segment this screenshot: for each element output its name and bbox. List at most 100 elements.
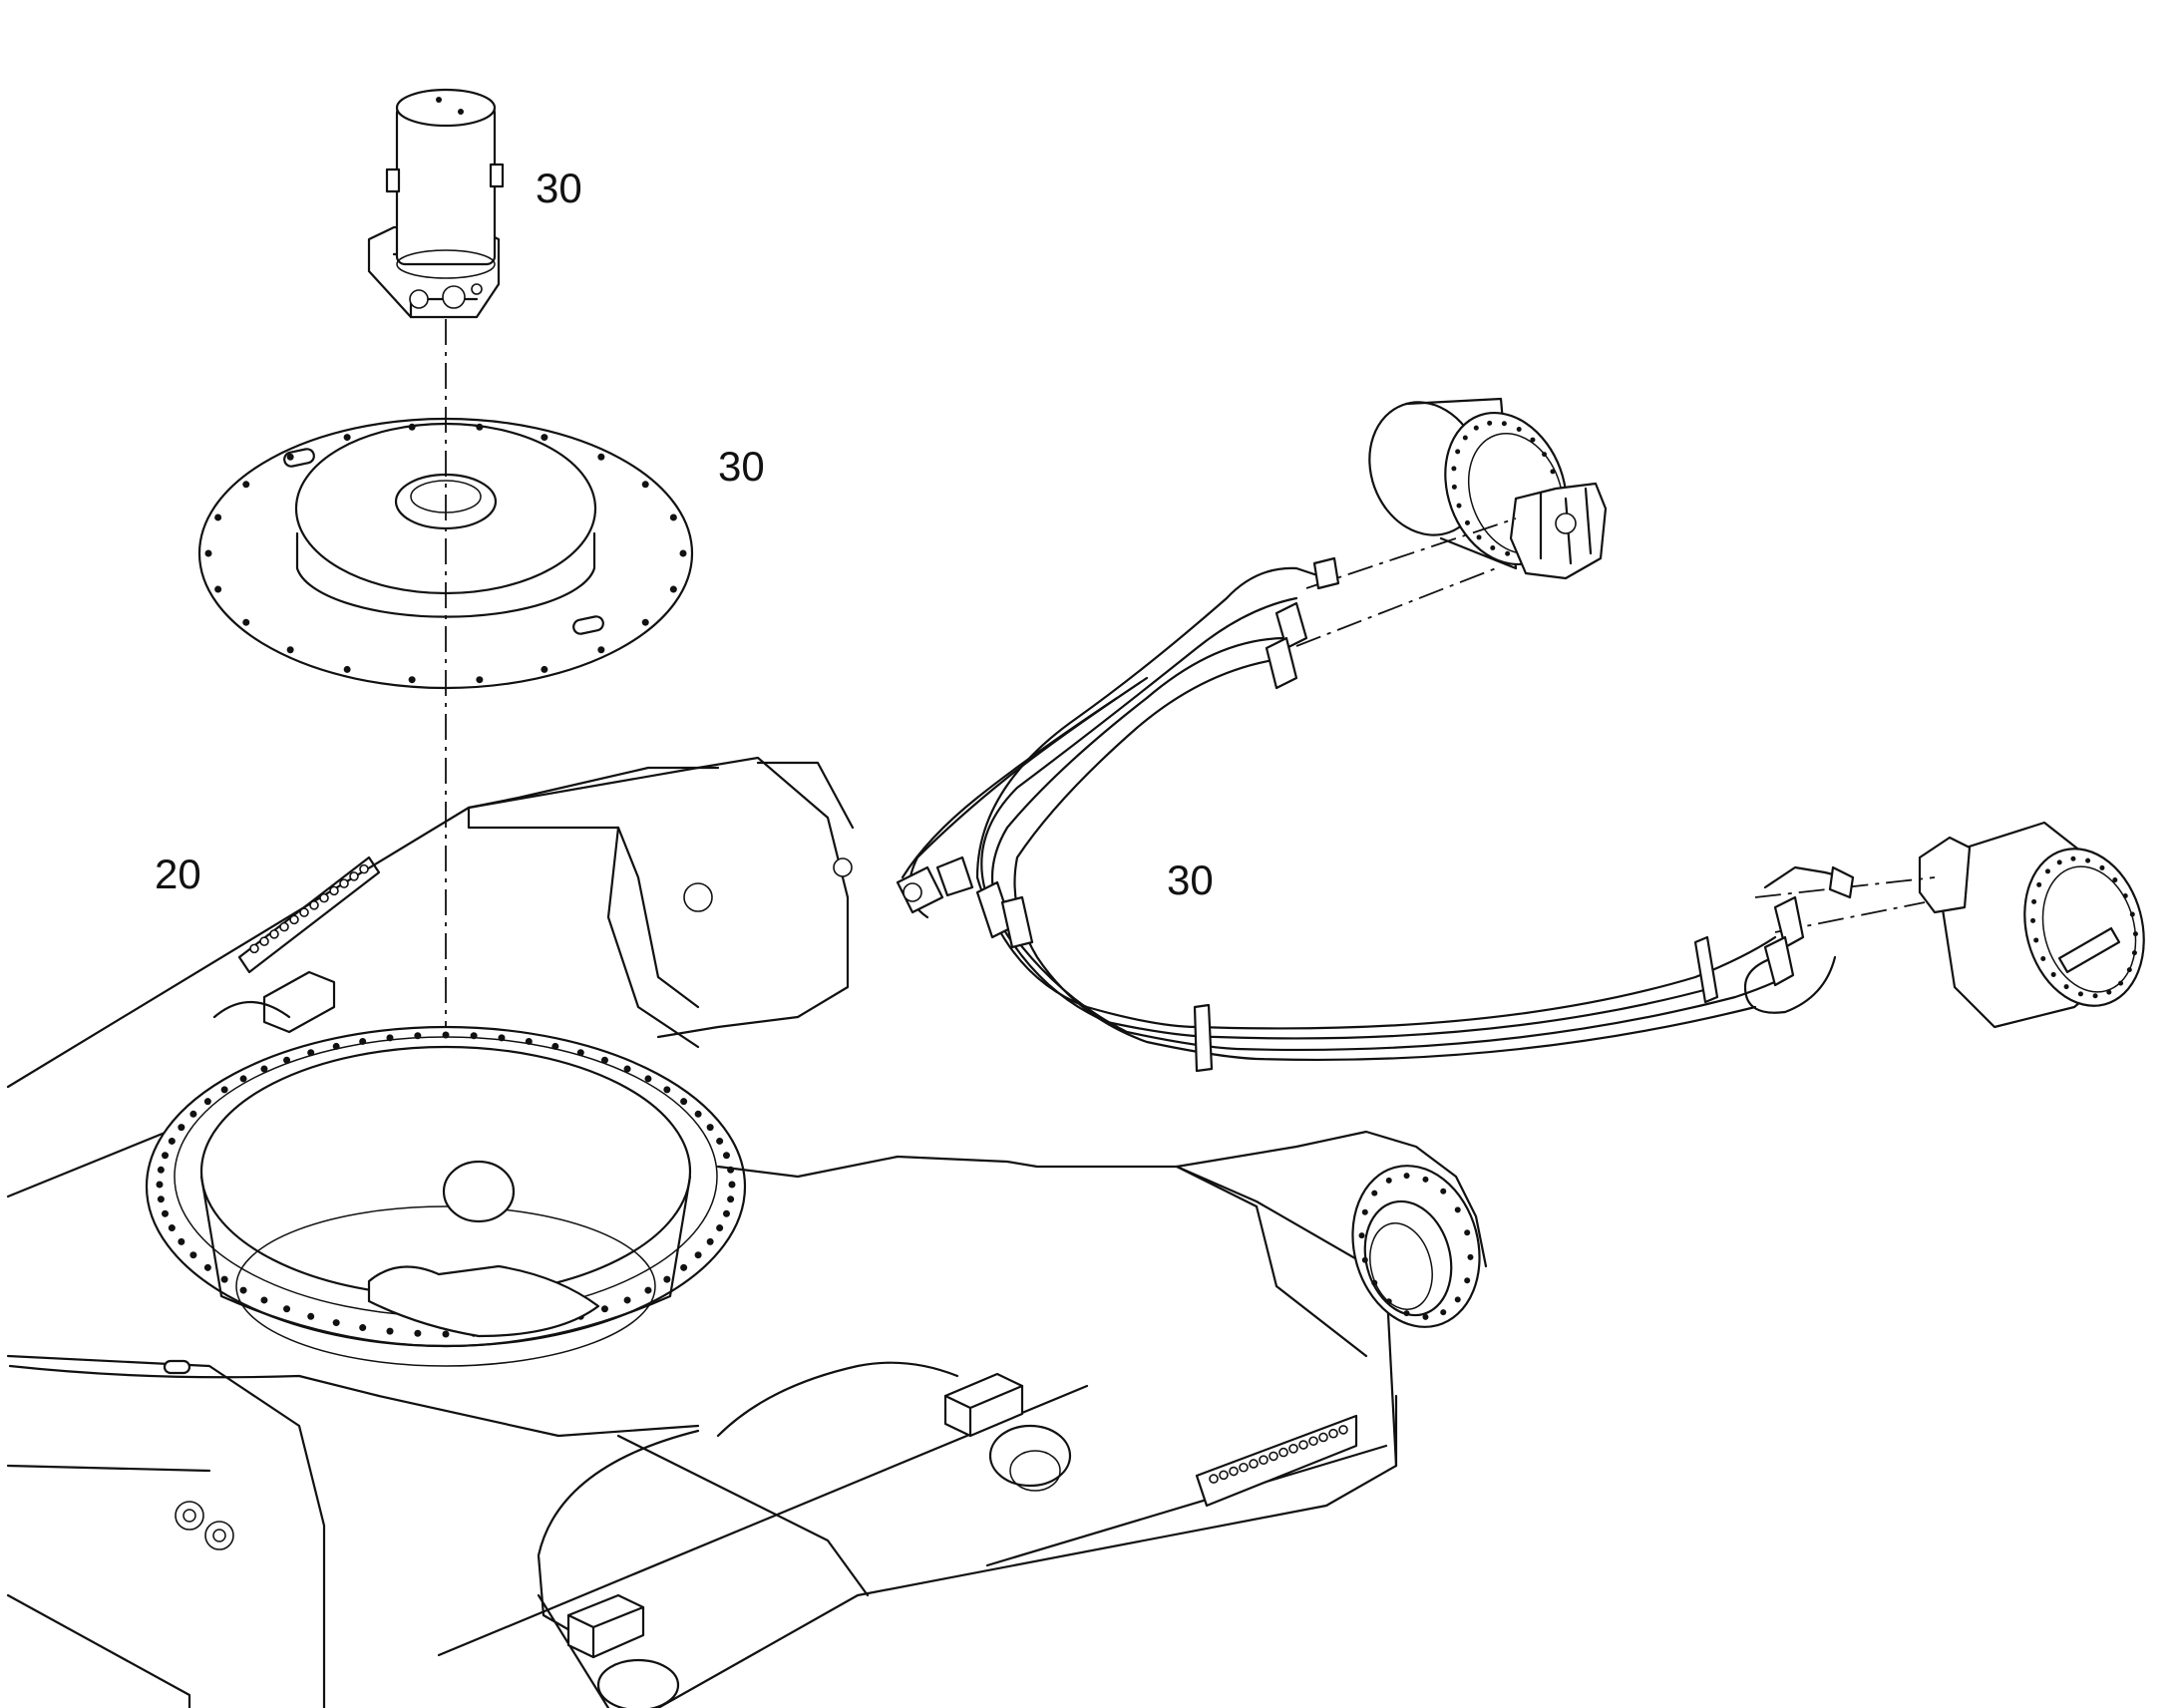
bolt-hole — [706, 1124, 714, 1132]
bolt-hole — [2050, 971, 2056, 977]
bolt-hole — [359, 1324, 367, 1332]
bolt-hole — [1371, 1190, 1378, 1196]
bolt-hole — [386, 1034, 394, 1042]
callout-hose-assembly: 30 — [1167, 856, 1214, 903]
bolt-hole — [1473, 425, 1479, 431]
comb-tooth — [1259, 1455, 1269, 1465]
callout-rotary-joint: 30 — [536, 165, 582, 211]
bolt-hole — [680, 1098, 688, 1106]
bolt-hole — [408, 676, 416, 684]
bolt-hole — [663, 1275, 671, 1283]
bolt-hole — [2132, 931, 2138, 937]
comb-tooth — [329, 885, 339, 896]
bolt-hole — [2112, 877, 2118, 883]
comb-tooth — [299, 907, 309, 917]
comb-tooth — [1219, 1470, 1229, 1481]
bolt-hole — [694, 1110, 702, 1118]
bolt-hole — [157, 1196, 165, 1203]
bolt-hole — [706, 1237, 714, 1245]
comb-tooth — [289, 914, 299, 925]
travel-drive-hose-assembly — [896, 397, 2145, 1073]
comb-tooth — [1338, 1425, 1348, 1435]
bolt-hole — [168, 1137, 176, 1145]
bolt-hole — [242, 481, 250, 489]
bolt-hole — [1454, 1296, 1461, 1303]
bolt-hole — [1422, 1176, 1429, 1183]
bolt-hole — [343, 434, 351, 442]
bolt-hole — [2092, 993, 2098, 999]
bolt-hole — [239, 1286, 247, 1294]
bolt-hole — [641, 481, 649, 489]
bolt-hole — [242, 618, 250, 626]
bolt-hole — [476, 676, 484, 684]
bolt-hole — [600, 1305, 608, 1313]
comb-tooth — [1288, 1444, 1298, 1454]
comb-tooth — [1308, 1436, 1318, 1447]
bolt-hole — [1440, 1188, 1447, 1195]
bolt-hole — [2063, 984, 2069, 990]
bolt-hole — [332, 1042, 340, 1050]
bolt-hole — [204, 549, 212, 557]
bolt-hole — [414, 1032, 422, 1040]
bolt-hole — [408, 423, 416, 431]
bolt-hole — [476, 423, 484, 431]
comb-tooth — [1269, 1451, 1278, 1462]
bolt-hole — [644, 1075, 652, 1083]
bolt-hole — [644, 1286, 652, 1294]
comb-tooth — [309, 900, 319, 910]
bolt-hole — [1550, 469, 1556, 475]
bolt-hole — [286, 646, 294, 654]
bolt-hole — [498, 1034, 506, 1042]
comb-tooth — [269, 929, 279, 939]
bolt-hole — [1464, 1229, 1471, 1236]
bolt-hole — [525, 1037, 533, 1045]
bolt-hole — [162, 1209, 170, 1217]
bolt-hole — [1487, 420, 1493, 426]
bolt-hole — [1385, 1177, 1392, 1184]
bolt-hole — [260, 1065, 268, 1073]
bolt-hole — [2126, 967, 2132, 973]
bolt-hole — [2044, 868, 2050, 874]
bolt-hole — [1361, 1208, 1368, 1215]
bolt-hole — [2033, 937, 2039, 943]
bolt-hole — [414, 1329, 422, 1337]
comb-tooth — [359, 863, 369, 874]
bolt-hole — [1476, 534, 1482, 540]
comb-tooth — [339, 878, 349, 888]
bolt-hole — [156, 1181, 164, 1189]
bolt-hole — [307, 1312, 315, 1320]
bolt-hole — [286, 453, 294, 461]
bolt-hole — [2129, 911, 2135, 917]
bolt-hole — [1403, 1310, 1410, 1317]
comb-tooth — [259, 936, 269, 946]
bolt-hole — [283, 1056, 291, 1064]
bolt-hole — [716, 1137, 724, 1145]
comb-tooth — [1318, 1432, 1328, 1443]
bolt-hole — [2030, 917, 2036, 923]
comb-tooth — [1278, 1447, 1288, 1458]
bolt-hole — [2070, 855, 2076, 861]
bolt-hole — [1530, 437, 1536, 443]
bolt-hole — [2040, 955, 2046, 961]
bolt-hole — [220, 1086, 228, 1094]
bolt-hole — [2085, 857, 2091, 863]
bolt-hole — [551, 1042, 559, 1050]
bolt-hole — [623, 1296, 631, 1304]
bolt-hole — [727, 1196, 735, 1203]
comb-tooth — [1229, 1466, 1239, 1477]
bolt-hole — [541, 665, 548, 673]
bolt-hole — [189, 1251, 197, 1259]
bolt-hole — [2056, 859, 2062, 865]
bolt-hole — [1505, 550, 1511, 556]
bolt-hole — [1490, 544, 1496, 550]
bolt-hole — [178, 1124, 185, 1132]
comb-tooth — [249, 943, 259, 954]
bolt-hole — [728, 1181, 736, 1189]
bolt-hole — [442, 1330, 450, 1338]
bolt-hole — [178, 1237, 185, 1245]
bolt-hole — [470, 1032, 478, 1040]
bolt-hole — [669, 513, 677, 521]
bolt-hole — [1358, 1232, 1365, 1239]
bolt-hole — [343, 665, 351, 673]
bolt-hole — [576, 1049, 584, 1057]
